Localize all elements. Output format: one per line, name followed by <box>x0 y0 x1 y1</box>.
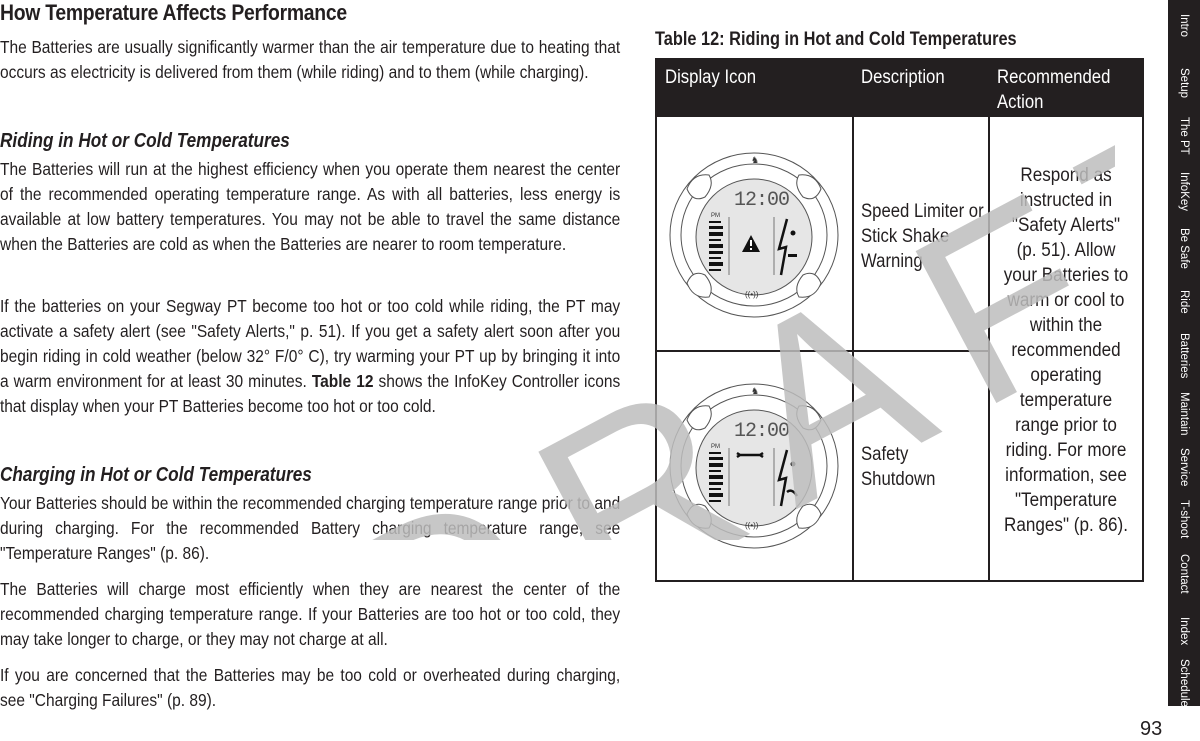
riding-p2-text-end: shows the InfoKey Controller icons that … <box>0 371 621 416</box>
table-title: Table 12: Riding in Hot and Cold Tempera… <box>655 29 1017 50</box>
tab-service[interactable]: Service <box>1178 448 1190 487</box>
svg-text:12:00: 12:00 <box>734 189 789 212</box>
tab-be-safe[interactable]: Be Safe <box>1178 228 1190 269</box>
svg-text:((•)): ((•)) <box>745 521 759 530</box>
row1-description-cell: Speed Limiter or Stick Shake Warning <box>852 115 990 352</box>
charging-paragraph-2: The Batteries will charge most efficient… <box>0 579 621 649</box>
row1-description: Speed Limiter or Stick Shake Warning <box>861 201 984 272</box>
svg-text:PM: PM <box>711 444 720 450</box>
row2-icon-cell: ♞ 12:00 PM ((•)) <box>655 350 854 582</box>
tab-maintain[interactable]: Maintain <box>1178 392 1190 436</box>
header-display-icon: Display Icon <box>665 67 757 88</box>
row1-icon-cell: ♞ 12:00 PM ((•)) <box>655 115 854 352</box>
recommended-action-cell: Respond as instructed in "Safety Alerts"… <box>988 115 1144 582</box>
tab-contact[interactable]: Contact <box>1178 554 1190 594</box>
row2-description-cell: Safety Shutdown <box>852 350 990 582</box>
charging-subheading: Charging in Hot or Cold Temperatures <box>0 464 312 486</box>
header-description: Description <box>861 67 945 88</box>
riding-subheading: Riding in Hot or Cold Temperatures <box>0 130 290 152</box>
tab-ride[interactable]: Ride <box>1178 290 1190 314</box>
tab-batteries[interactable]: Batteries <box>1178 333 1190 379</box>
section-heading: How Temperature Affects Performance <box>0 0 347 25</box>
svg-text:♞: ♞ <box>751 155 759 165</box>
table-header: Display Icon Description Recommended Act… <box>655 58 1144 117</box>
tab-intro[interactable]: Intro <box>1178 14 1190 38</box>
tab-index[interactable]: Index <box>1178 617 1190 646</box>
row2-description: Safety Shutdown <box>861 444 936 490</box>
header-recommended-action: Recommended Action <box>997 67 1111 113</box>
tab-infokey[interactable]: InfoKey <box>1178 172 1190 211</box>
riding-paragraph-2: If the batteries on your Segway PT becom… <box>0 294 620 419</box>
svg-text:12:00: 12:00 <box>734 420 789 443</box>
tab-t-shoot[interactable]: T-shoot <box>1178 500 1190 539</box>
recommended-action-text: Respond as instructed in "Safety Alerts"… <box>1003 165 1129 536</box>
infokey-wrench-display-icon: ♞ 12:00 PM ((•)) <box>669 383 839 549</box>
chapter-tab-bar: Intro Setup The PT InfoKey Be Safe Ride … <box>1168 0 1200 707</box>
svg-text:♞: ♞ <box>751 386 759 396</box>
riding-paragraph-1: The Batteries will run at the highest ef… <box>0 159 621 254</box>
charging-paragraph-1: Your Batteries should be within the reco… <box>0 493 621 563</box>
intro-paragraph: The Batteries are usually significantly … <box>0 37 621 82</box>
charging-paragraph-3: If you are concerned that the Batteries … <box>0 665 621 710</box>
infokey-warning-display-icon: ♞ 12:00 PM ((•)) <box>669 152 839 318</box>
svg-text:PM: PM <box>711 213 720 219</box>
riding-p2-text: If the batteries on your Segway PT becom… <box>0 296 621 391</box>
tab-the-pt[interactable]: The PT <box>1178 117 1190 155</box>
temperature-table: Display Icon Description Recommended Act… <box>655 58 1144 582</box>
tab-setup[interactable]: Setup <box>1178 68 1190 99</box>
table-12-link[interactable]: Table 12 <box>311 371 374 391</box>
tab-schedule[interactable]: Schedule <box>1178 659 1190 707</box>
page-number: 93 <box>1140 718 1163 740</box>
svg-text:((•)): ((•)) <box>745 290 759 299</box>
